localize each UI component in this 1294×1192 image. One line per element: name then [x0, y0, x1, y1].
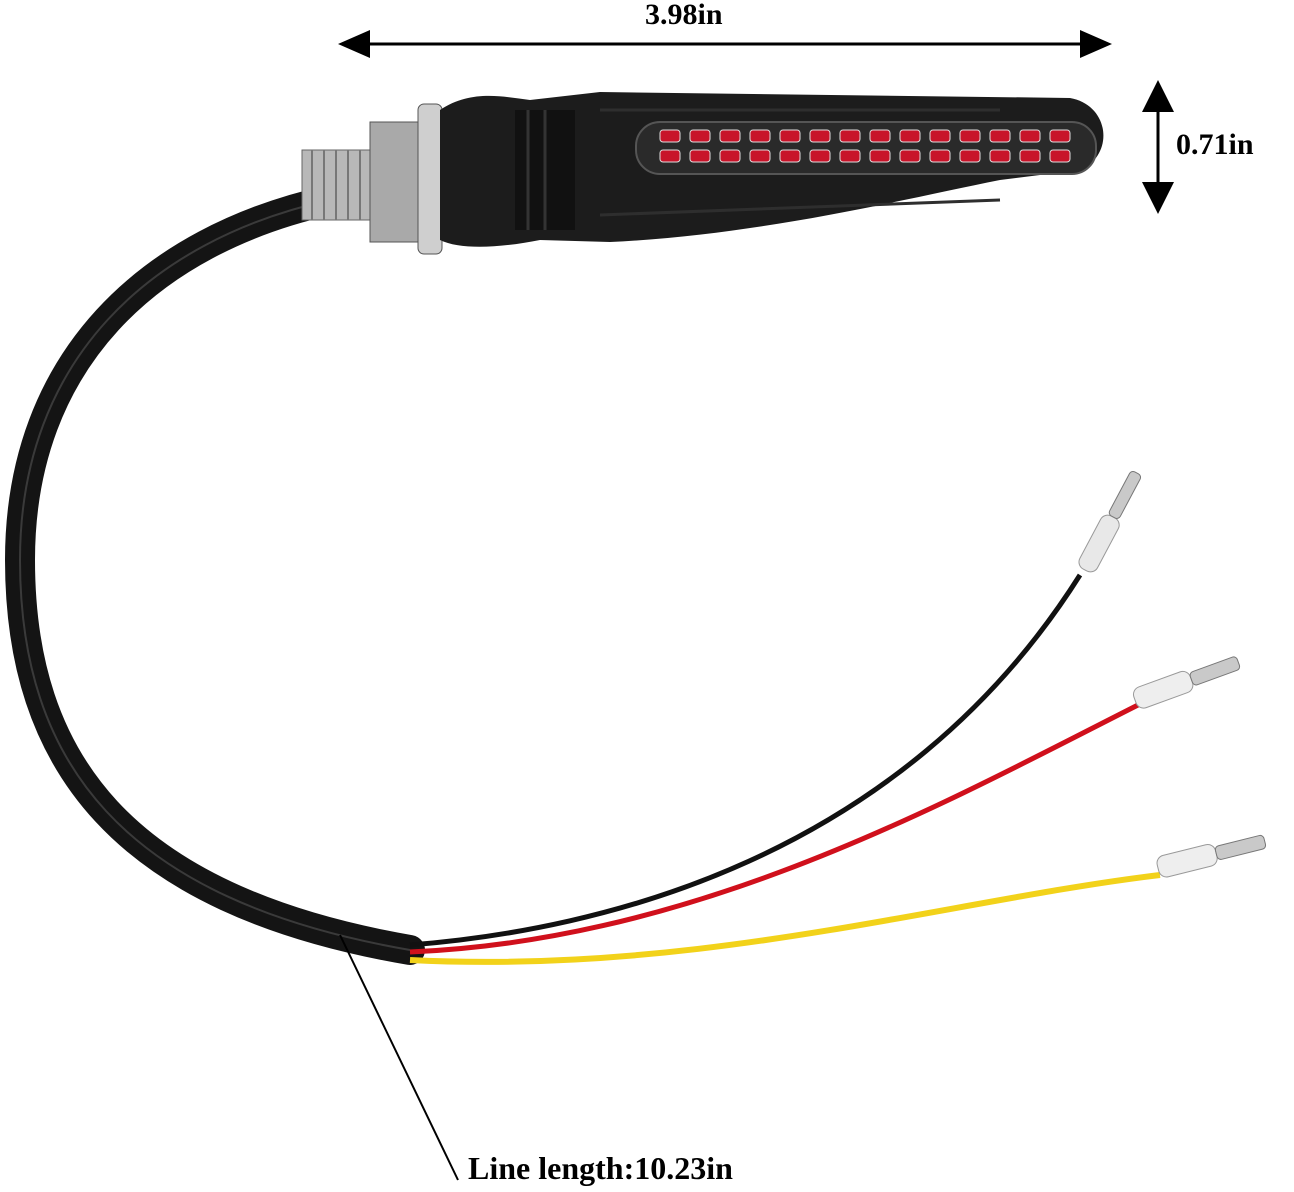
- width-label: 3.98in: [645, 0, 723, 31]
- black-wire-connector: [1078, 470, 1142, 573]
- led-chip: [959, 149, 981, 163]
- led-chip: [989, 129, 1011, 143]
- led-chip: [989, 149, 1011, 163]
- main-cable: [4, 185, 425, 965]
- led-chip: [659, 129, 681, 143]
- led-chip: [899, 149, 921, 163]
- line-length-label: Line length:10.23in: [468, 1150, 733, 1186]
- led-array: [659, 129, 1071, 163]
- led-chip: [899, 129, 921, 143]
- mounting-bolt: [301, 103, 443, 255]
- led-chip: [689, 129, 711, 143]
- height-dimension-arrow: [1142, 80, 1174, 214]
- led-chip: [959, 129, 981, 143]
- red-wire-connector: [1132, 656, 1241, 709]
- height-label: 0.71in: [1176, 128, 1254, 161]
- led-chip: [929, 129, 951, 143]
- led-chip: [1049, 149, 1071, 163]
- led-chip: [779, 149, 801, 163]
- led-chip: [719, 129, 741, 143]
- led-chip: [869, 129, 891, 143]
- led-chip: [929, 149, 951, 163]
- led-chip: [869, 149, 891, 163]
- led-chip: [749, 149, 771, 163]
- led-chip: [749, 129, 771, 143]
- yellow-wire: [409, 872, 1161, 965]
- led-chip: [809, 129, 831, 143]
- led-chip: [839, 149, 861, 163]
- yellow-wire-connector: [1156, 834, 1267, 878]
- led-chip: [689, 149, 711, 163]
- width-dimension-arrow: [338, 30, 1112, 58]
- black-wire: [409, 573, 1083, 948]
- led-chip: [809, 149, 831, 163]
- led-chip: [1049, 129, 1071, 143]
- red-wire: [409, 702, 1140, 955]
- led-chip: [659, 149, 681, 163]
- led-chip: [719, 149, 741, 163]
- led-chip: [839, 129, 861, 143]
- led-chip: [779, 129, 801, 143]
- led-chip: [1019, 129, 1041, 143]
- led-chip: [1019, 149, 1041, 163]
- line-length-leader: [339, 934, 459, 1181]
